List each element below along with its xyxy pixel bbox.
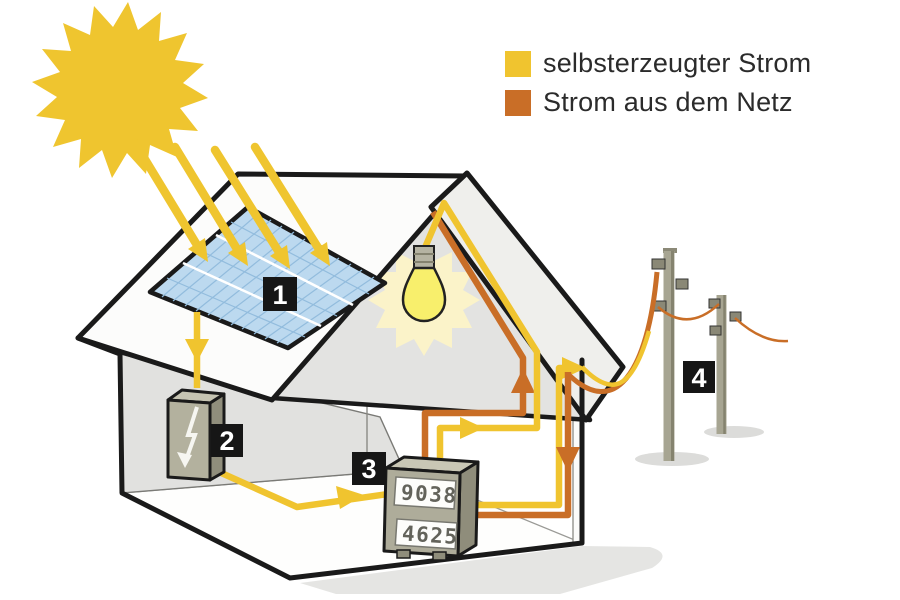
- house-outline: [75, 335, 585, 581]
- legend-item-grid-power: Strom aus dem Netz: [505, 89, 811, 116]
- pole2-outgoing-wire: [734, 317, 789, 343]
- self-generated-color-swatch: [505, 50, 531, 77]
- lightning-bolt-icon: [177, 406, 199, 468]
- house-ground-shadow: [300, 546, 663, 594]
- wire-meter-to-bulb-grid: [421, 210, 535, 462]
- marker-1-solar-panel: 1: [263, 277, 297, 311]
- legend-label-self-generated: selbsterzeugter Strom: [543, 48, 812, 78]
- meter-reading-bottom: 4625: [401, 521, 459, 549]
- wire-inverter-to-meter: [206, 464, 389, 511]
- legend-item-self-generated: selbsterzeugter Strom: [505, 50, 811, 77]
- marker-3-label: 3: [361, 454, 376, 484]
- marker-3-meter: 3: [352, 452, 386, 485]
- electricity-meter: 9038 4625: [382, 455, 480, 561]
- marker-1-label: 1: [272, 280, 287, 310]
- power-pole-1: [651, 248, 689, 461]
- wire-panel-to-inverter: [185, 312, 209, 388]
- grid-power-color-swatch: [505, 89, 531, 116]
- wire-meter-to-bulb-self: [421, 199, 541, 458]
- right-roof: [428, 170, 626, 423]
- lightbulb-icon: [401, 245, 447, 323]
- pole2-shadow: [704, 426, 764, 438]
- legend: selbsterzeugter Strom Strom aus dem Netz: [505, 50, 811, 128]
- wire-grid-to-meter: [455, 372, 580, 519]
- sun-icon: [32, 2, 208, 178]
- sun-ray-arrowheads: [188, 238, 330, 269]
- legend-label-grid-power: Strom aus dem Netz: [543, 87, 793, 117]
- service-wire-yellow: [580, 330, 652, 387]
- power-pole-2: [708, 295, 742, 434]
- marker-4-grid: 4: [683, 361, 715, 393]
- marker-2-inverter: 2: [211, 424, 243, 457]
- sun-rays: [130, 138, 327, 262]
- meter-reading-top: 9038: [400, 480, 458, 508]
- pole-to-pole-wire: [657, 303, 720, 321]
- marker-2-label: 2: [219, 426, 234, 456]
- marker-4-label: 4: [691, 363, 706, 393]
